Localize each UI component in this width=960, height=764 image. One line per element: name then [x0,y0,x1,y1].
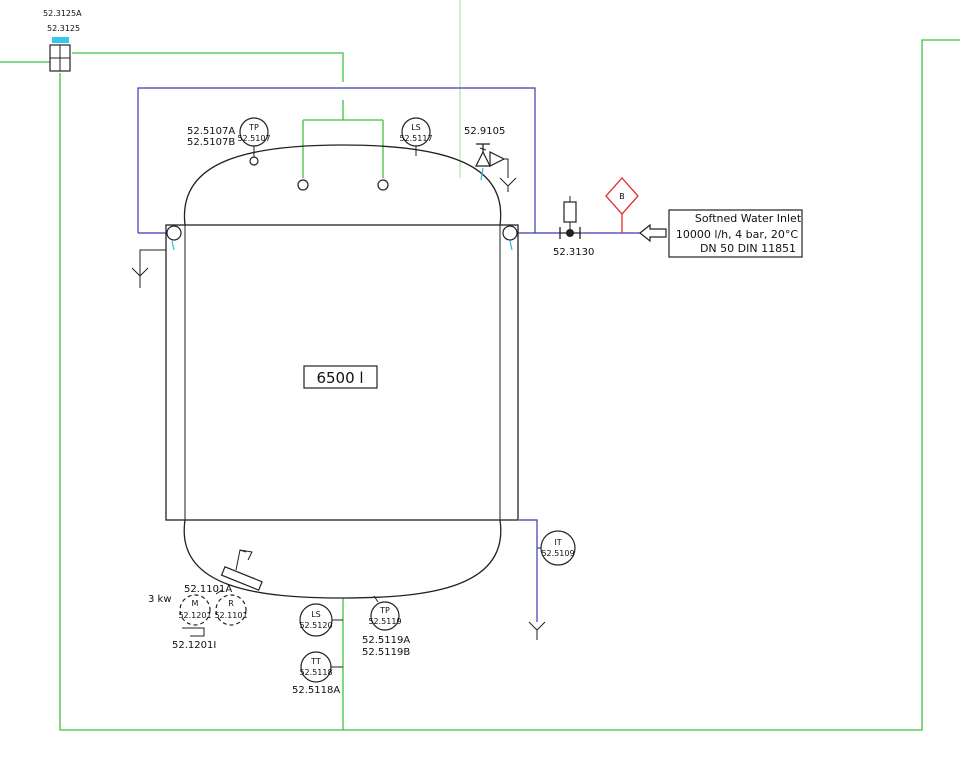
relief-valve: 52.9105 [464,126,517,192]
valve-3125-tag: 52.3125 [47,24,80,33]
inlet-line-1: Softned Water Inlet [695,212,802,225]
valve-3125a-tag: 52.3125A [43,9,82,18]
motor-tag-b: 52.1201I [172,640,216,651]
tt-tag-a: 52.5118A [292,685,340,696]
motor-symbol: M [192,599,199,608]
inlet-line-2: 10000 l/h, 4 bar, 20°C [676,228,798,241]
tp-top-symbol: TP [248,123,259,132]
motor-tag: 52.1201 [178,611,211,620]
tp-bottom-symbol: TP [379,606,390,615]
tp-top-tag-a: 52.5107A [187,126,235,137]
ls-top-instrument: LS 52.5117 [399,117,433,156]
volume-label: 6500 l [303,365,378,389]
it-tag: 52.5109 [541,549,574,558]
inlet-spec: Softned Water Inlet 10000 l/h, 4 bar, 20… [639,209,803,258]
ls-top-tag: 52.5117 [399,134,432,143]
green-process-lines [0,0,960,731]
ls-bottom-symbol: LS [311,610,321,619]
tank-vessel [165,144,519,599]
inlet-valve-tag: 52.3130 [553,247,594,258]
tp-top-instrument: TP 52.5107 52.5107A 52.5107B [187,117,271,157]
agitator-tag-a: 52.1101A [184,584,232,595]
inlet-line-3: DN 50 DIN 11851 [700,242,796,255]
tp-top-tag-b: 52.5107B [187,137,235,148]
tt-instrument: TT 52.5118 52.5118A [292,651,343,696]
volume-label-text: 6500 l [316,369,363,387]
tt-symbol: TT [310,657,321,666]
tp-top-tag: 52.5107 [237,134,270,143]
it-symbol: IT [554,538,561,547]
ls-bottom-instrument: LS 52.5120 [299,603,343,637]
red-diamond-label: B [619,192,625,201]
motor-power: 3 kw [148,594,172,605]
ls-top-symbol: LS [411,123,421,132]
relief-valve-tag: 52.9105 [464,126,505,137]
drain-left [131,249,166,288]
tp-bottom-tag-a: 52.5119A [362,635,410,646]
ls-bottom-tag: 52.5120 [299,621,332,630]
r-tag: 52.1101 [214,611,247,620]
agitator-motor: 52.1101A M 52.1201 R 52.1101 3 kw 52.120… [148,549,263,651]
tp-bottom-tag: 52.5119 [368,617,401,626]
tp-bottom-instrument: TP 52.5119 52.5119A 52.5119B [362,595,410,658]
tt-tag: 52.5118 [299,668,332,677]
tp-bottom-tag-b: 52.5119B [362,647,410,658]
it-instrument: IT 52.5109 [528,530,576,640]
r-symbol: R [228,599,234,608]
inlet-valve: 52.3130 [553,196,594,258]
red-diamond-marker: B [605,177,639,233]
top-left-valve: 52.3125A 52.3125 [43,9,82,72]
blue-process-lines [137,87,640,622]
